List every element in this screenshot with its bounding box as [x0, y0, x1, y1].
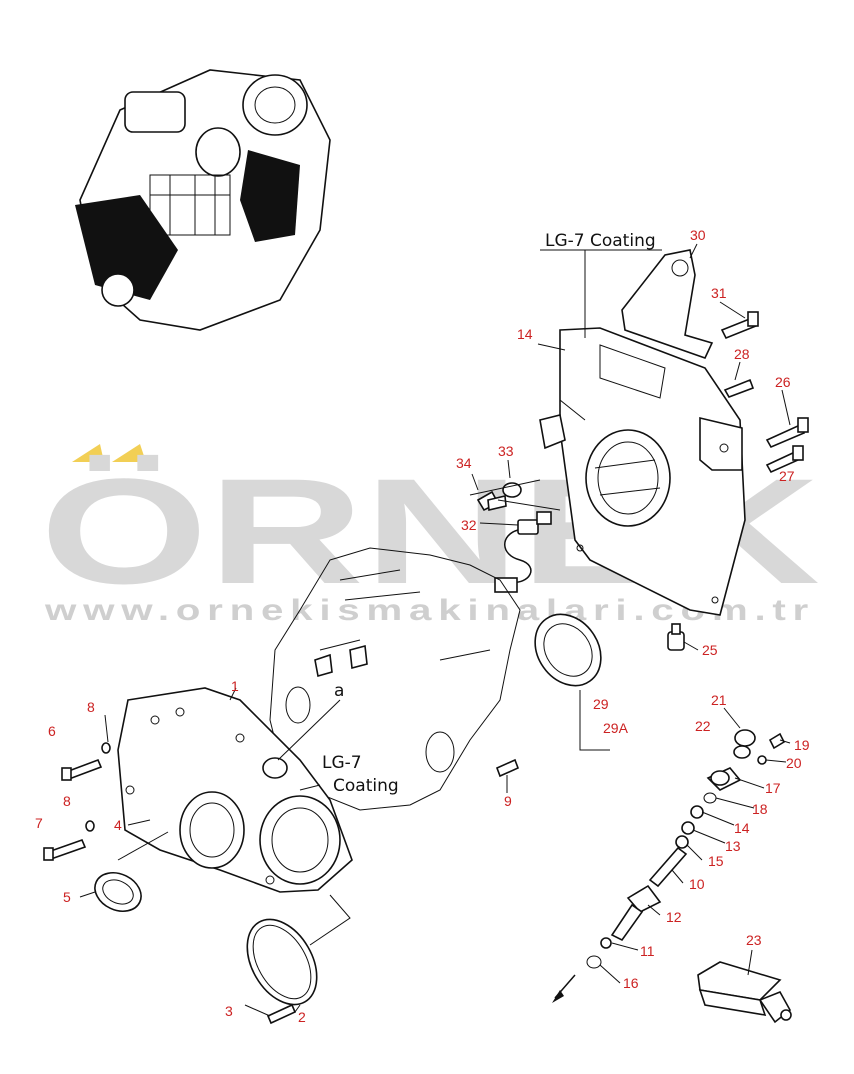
label-16: 16	[623, 975, 639, 991]
label-20: 20	[786, 755, 802, 771]
label-3: 3	[225, 1003, 233, 1019]
gasket-2	[246, 894, 351, 1006]
label-11: 11	[640, 943, 655, 959]
label-27: 27	[779, 468, 795, 484]
label-14-top: 14	[517, 326, 533, 342]
label-34: 34	[456, 455, 472, 471]
label-12: 12	[666, 909, 682, 925]
label-6: 6	[48, 723, 56, 739]
label-21: 21	[711, 692, 727, 708]
label-4: 4	[114, 817, 122, 833]
plug-25	[667, 623, 685, 651]
label-22: 22	[695, 718, 711, 734]
oil-seal-5	[94, 871, 142, 913]
label-32: 32	[461, 517, 477, 533]
gear-cover	[117, 687, 353, 893]
oil-seal-29	[534, 613, 610, 751]
leader-lines	[79, 243, 791, 1017]
engine-block-outline	[269, 547, 521, 811]
label-17: 17	[765, 780, 781, 796]
label-8-mid: 8	[63, 793, 71, 809]
label-7: 7	[35, 815, 43, 831]
flywheel-housing	[539, 327, 746, 616]
label-18: 18	[752, 801, 768, 817]
label-19: 19	[794, 737, 810, 753]
watermark-accent	[72, 444, 146, 462]
label-2: 2	[298, 1009, 306, 1025]
label-5: 5	[63, 889, 71, 905]
label-29: 29	[593, 696, 609, 712]
sensor-assembly	[469, 479, 561, 593]
engine-thumbnail	[75, 69, 331, 331]
label-1: 1	[231, 678, 239, 694]
label-14-right: 14	[734, 820, 750, 836]
label-23: 23	[746, 932, 762, 948]
view-mark-a: a	[334, 681, 344, 701]
label-28: 28	[734, 346, 750, 362]
label-33: 33	[498, 443, 514, 459]
label-31: 31	[711, 285, 727, 301]
note-lg7-mid-1: LG-7	[322, 753, 362, 773]
drive-parts	[552, 729, 786, 1003]
label-10: 10	[689, 876, 705, 892]
note-lg7-mid-2: Coating	[333, 776, 399, 796]
label-29a: 29A	[603, 720, 629, 736]
note-lg7-top: LG-7 Coating	[545, 231, 656, 251]
part-labels: 30 31 14 28 26 27 33 34 32 25 1 29 29A 8…	[35, 227, 810, 1025]
label-9: 9	[504, 793, 512, 809]
bolts-left	[43, 742, 297, 1025]
label-15: 15	[708, 853, 724, 869]
label-13: 13	[725, 838, 741, 854]
bolts-right	[720, 311, 809, 474]
label-26: 26	[775, 374, 791, 390]
label-8-top: 8	[87, 699, 95, 715]
bracket-30	[621, 249, 714, 359]
label-30: 30	[690, 227, 706, 243]
label-25: 25	[702, 642, 718, 658]
cover-23	[697, 961, 792, 1024]
